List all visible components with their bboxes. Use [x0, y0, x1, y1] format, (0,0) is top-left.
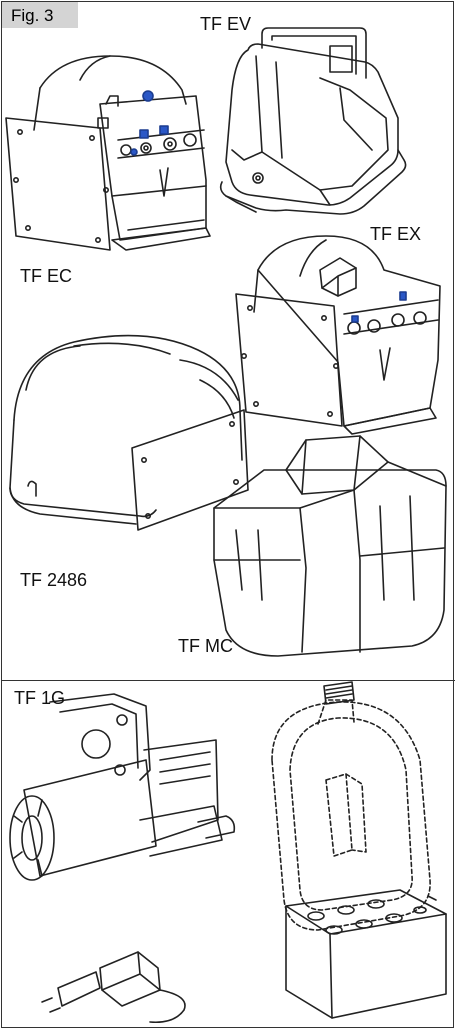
label-tf-2486: TF 2486 — [20, 570, 88, 590]
tf-2486-housing-illustration — [9, 334, 249, 531]
tf-ec-blue-knobs — [130, 90, 169, 156]
tf-1g-power-adapter-illustration — [41, 951, 186, 1024]
tf-ec-controller-illustration — [5, 55, 211, 251]
label-tf-ec: TF EC — [20, 266, 72, 286]
tf-mc-cover-illustration — [213, 435, 447, 657]
tf-ex-blue-indicators — [351, 291, 407, 323]
figure-tag: Fig. 3 — [2, 2, 78, 28]
tf-ev-hood-illustration — [219, 27, 407, 215]
tf-1g-reservoir-illustration — [271, 699, 431, 931]
tf-1g-pump-illustration — [9, 693, 236, 881]
section-divider — [1, 680, 455, 681]
label-tf-ev: TF EV — [200, 14, 252, 34]
label-tf-mc: TF MC — [178, 636, 233, 656]
label-tf-1g: TF 1G — [14, 688, 66, 708]
figure-tag-text: Fig. 3 — [11, 6, 54, 25]
tf-ex-controller-illustration — [235, 235, 441, 435]
tf-1g-battery-illustration — [285, 889, 447, 1019]
tf-1g-reservoir-cap — [323, 681, 355, 705]
label-tf-ex: TF EX — [370, 224, 422, 244]
